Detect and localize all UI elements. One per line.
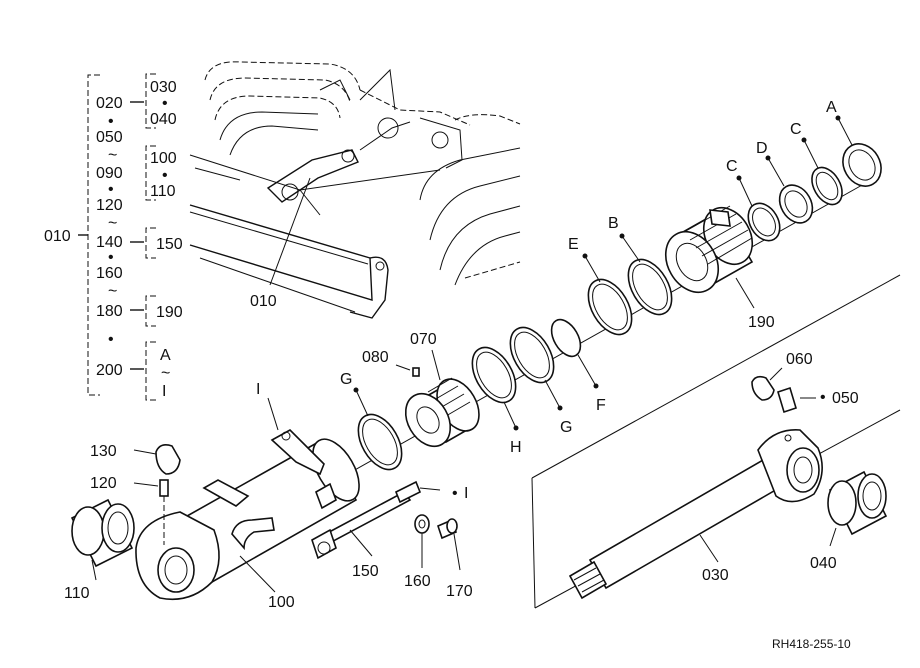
tree-col1: 020 • 050 ~ 090 • 120 ~ 140 • 160 ~ 180 … <box>96 95 123 379</box>
parts-tree: 010 020 • 050 ~ 090 • 120 ~ 140 • 160 ~ … <box>44 73 183 401</box>
tree-group-a-sep: • <box>162 95 168 112</box>
seal-rings: A C D C <box>726 99 882 242</box>
callout-160: 160 <box>404 573 431 590</box>
callout-C-left: C <box>726 158 738 175</box>
callout-A: A <box>826 99 837 116</box>
part-060-050-fittings: 060 • 050 <box>751 351 859 414</box>
callout-150: 150 <box>352 563 379 580</box>
tree-item-090: 090 <box>96 165 123 182</box>
callout-050: 050 <box>832 390 859 407</box>
callout-100: 100 <box>268 594 295 611</box>
callout-010: 010 <box>250 293 277 310</box>
tree-item-100: 100 <box>150 150 177 167</box>
part-040-bushing: 040 <box>810 470 888 572</box>
callout-080: 080 <box>362 349 389 366</box>
callout-110: 110 <box>64 585 90 602</box>
part-070-piston: 070 080 <box>362 331 480 448</box>
tree-root-label: 010 <box>44 228 71 245</box>
tree-range-sep: ~ <box>161 365 170 382</box>
tree-sep-7: • <box>108 331 114 348</box>
callout-040: 040 <box>810 555 837 572</box>
tree-item-110: 110 <box>150 183 176 200</box>
callout-060: 060 <box>786 351 813 368</box>
tree-sep-1: • <box>108 113 114 130</box>
part-150-pipe: 150 • I <box>311 480 468 580</box>
tree-item-050: 050 <box>96 129 123 146</box>
tree-item-190: 190 <box>156 304 183 321</box>
part-160-170-hardware: 160 170 <box>404 514 473 600</box>
tree-sep-3: • <box>108 181 114 198</box>
callout-170: 170 <box>446 583 473 600</box>
tree-sep-6: ~ <box>108 283 117 300</box>
tree-range-from: A <box>160 347 171 364</box>
part-030-piston-rod: 030 <box>568 429 823 600</box>
callout-030: 030 <box>702 567 729 584</box>
tree-item-150: 150 <box>156 236 183 253</box>
tree-item-140: 140 <box>96 234 123 251</box>
part-190-gland: 190 <box>664 205 775 331</box>
callout-H: H <box>510 439 522 456</box>
callout-D: D <box>756 140 768 157</box>
callout-190: 190 <box>748 314 775 331</box>
callout-130: 130 <box>90 443 117 460</box>
tree-range-to: I <box>162 383 166 400</box>
tree-group-b-sep: • <box>162 167 168 184</box>
callout-120: 120 <box>90 475 117 492</box>
leader-010 <box>269 177 311 286</box>
tree-sep-5: • <box>108 249 114 266</box>
callout-070: 070 <box>410 331 437 348</box>
tree-item-160: 160 <box>96 265 123 282</box>
callout-G-right: G <box>560 419 572 436</box>
tree-item-120: 120 <box>96 197 123 214</box>
callout-B: B <box>608 215 619 232</box>
callout-E: E <box>568 236 579 253</box>
tree-item-040: 040 <box>150 111 177 128</box>
callout-G-left: G <box>340 371 352 388</box>
tree-item-020: 020 <box>96 95 123 112</box>
callout-050-dot: • <box>820 389 826 406</box>
part-100-cylinder-tube: I 100 <box>135 381 360 611</box>
part-130-120-fittings: 130 120 <box>90 443 181 545</box>
drawing-code: RH418-255-10 <box>772 637 851 651</box>
callout-I-right: I <box>464 485 468 502</box>
part-110-bushing: 110 <box>64 498 135 602</box>
callout-I-right-dot: • <box>452 485 458 502</box>
tree-item-030: 030 <box>150 79 177 96</box>
tree-item-180: 180 <box>96 303 123 320</box>
tree-item-200: 200 <box>96 362 123 379</box>
tree-sep-4: ~ <box>108 215 117 232</box>
callout-F: F <box>596 397 606 414</box>
callout-C-right: C <box>790 121 802 138</box>
callout-I-top: I <box>256 381 260 398</box>
machine-sketch: 010 <box>189 61 521 319</box>
tree-sep-2: ~ <box>108 147 117 164</box>
